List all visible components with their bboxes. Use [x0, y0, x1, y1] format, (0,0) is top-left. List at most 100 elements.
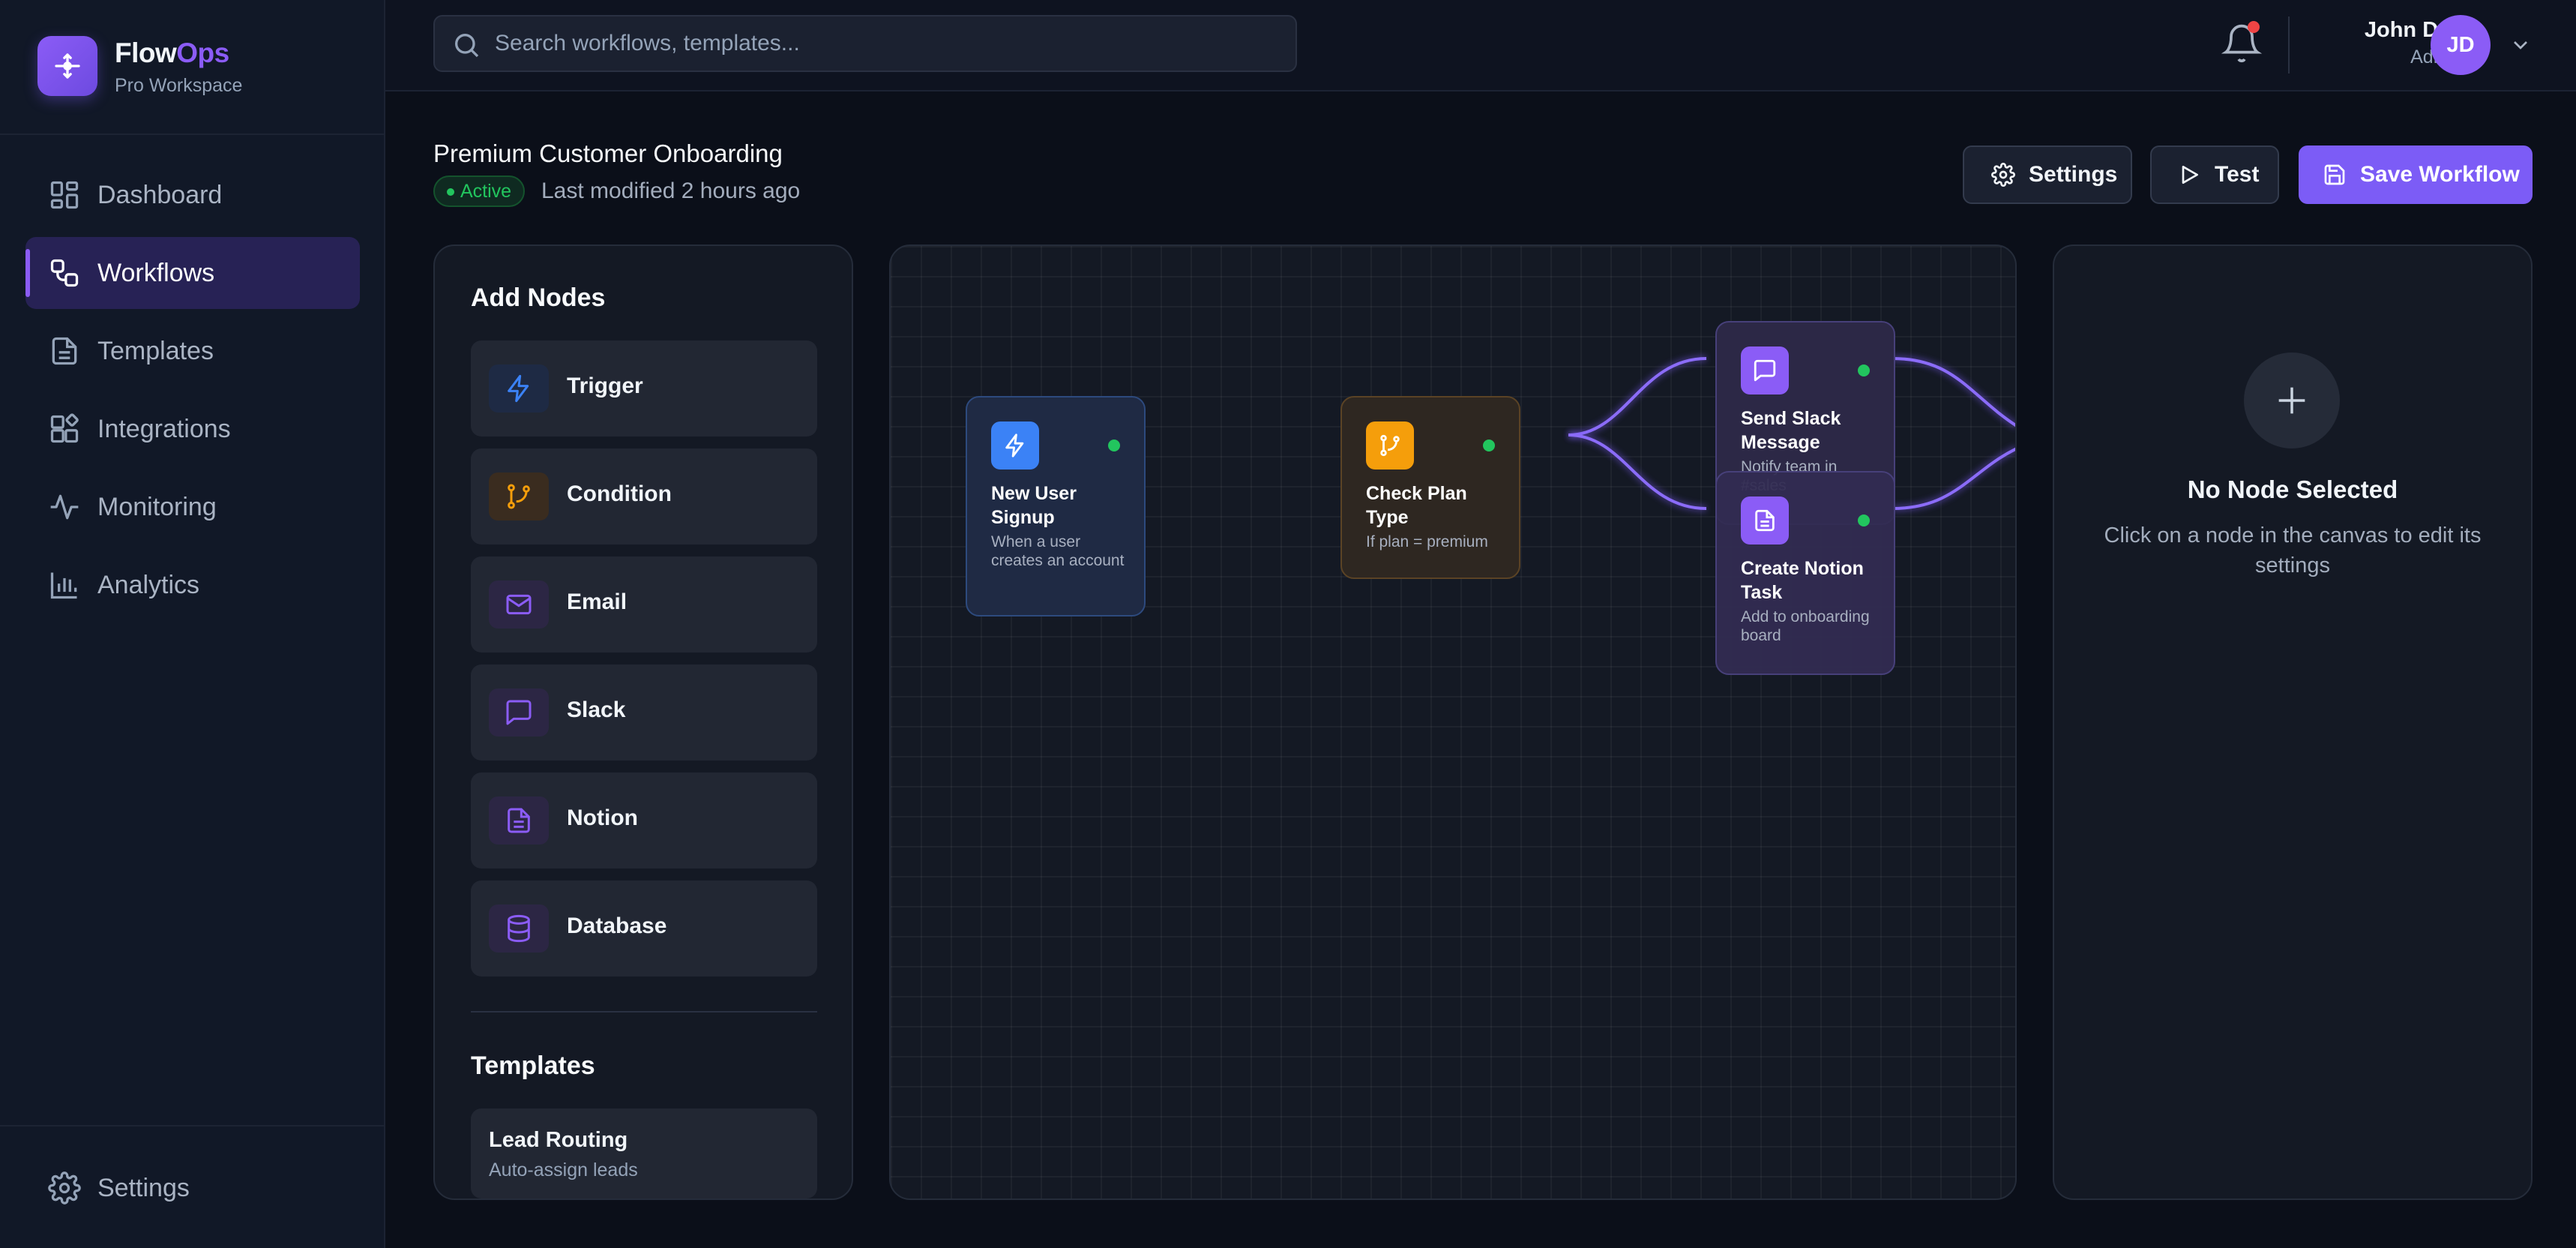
node-type-label: Email: [567, 590, 628, 614]
connection-lines: [1568, 355, 2015, 512]
template-card-lead-routing[interactable]: Lead Routing Auto-assign leads: [471, 1108, 817, 1198]
workflow-node-new-user-signup[interactable]: New User Signup When a user creates an a…: [966, 396, 1146, 616]
bell-icon[interactable]: [2221, 22, 2263, 64]
add-node-trigger[interactable]: Trigger: [471, 340, 817, 436]
status-dot: [1858, 364, 1870, 376]
add-node-database[interactable]: Database: [471, 880, 817, 976]
search-input[interactable]: [495, 16, 1282, 70]
sidebar-item-settings[interactable]: Settings: [25, 1152, 360, 1224]
sidebar-item-monitoring[interactable]: Monitoring: [25, 471, 360, 543]
last-modified: Last modified 2 hours ago: [541, 178, 801, 203]
connection-slack-outgoing: [1892, 355, 2015, 430]
status-dot: [1483, 440, 1495, 452]
brand-name: FlowOps: [115, 38, 229, 68]
properties-panel: No Node Selected Click on a node in the …: [2053, 244, 2533, 1200]
branch-icon: [489, 472, 549, 520]
activity-icon: [50, 494, 79, 520]
status-dot: [1858, 514, 1870, 526]
gear-icon: [48, 1172, 81, 1204]
add-node-notion[interactable]: Notion: [471, 772, 817, 868]
save-icon: [2324, 164, 2345, 185]
integrations-icon: [50, 413, 79, 443]
database-icon: [489, 904, 549, 952]
page-title: Premium Customer Onboarding: [433, 140, 783, 167]
sidebar-item-workflows[interactable]: Workflows: [25, 237, 360, 309]
sidebar-item-label: Dashboard: [97, 180, 223, 209]
sidebar-item-dashboard[interactable]: Dashboard: [25, 159, 360, 231]
node-type-label: Notion: [567, 806, 638, 830]
sidebar-footer: Settings: [0, 1125, 384, 1248]
connection-plan-to-notion: [1568, 431, 1707, 512]
empty-state-title: No Node Selected: [2187, 476, 2398, 503]
workflow-node-check-plan-type[interactable]: Check Plan Type If plan = premium: [1340, 396, 1520, 579]
document-icon: [1741, 496, 1789, 544]
settings-button[interactable]: Settings: [1963, 146, 2132, 204]
sidebar-item-templates[interactable]: Templates: [25, 315, 360, 387]
workflow-node-create-notion-task[interactable]: Create Notion Task Add to onboarding boa…: [1715, 471, 1895, 675]
sidebar-item-label: Workflows: [97, 258, 215, 287]
avatar[interactable]: JD: [2431, 15, 2491, 75]
play-icon: [2182, 166, 2198, 184]
top-bar: John Doe Admin JD: [385, 0, 2576, 92]
add-node-condition[interactable]: Condition: [471, 448, 817, 544]
add-nodes-panel: Add Nodes Trigger Condition Email Slack: [433, 244, 853, 1200]
dashboard-icon: [50, 181, 79, 209]
bar-chart-icon: [50, 572, 77, 599]
templates-title: Templates: [471, 1052, 595, 1080]
connection-notion-outgoing: [1892, 445, 2015, 512]
node-description: Add to onboarding board: [1741, 608, 1870, 644]
settings-button-label: Settings: [2029, 162, 2118, 187]
add-node-email[interactable]: Email: [471, 556, 817, 652]
save-workflow-button[interactable]: Save Workflow: [2299, 146, 2533, 204]
sidebar-item-label: Analytics: [97, 570, 200, 599]
workspace-name: Pro Workspace: [115, 75, 243, 96]
notification-dot: [2248, 21, 2260, 33]
divider: [471, 1011, 817, 1012]
node-title: New User Signup: [991, 483, 1077, 528]
sidebar-item-label: Integrations: [97, 414, 231, 443]
test-button[interactable]: Test: [2150, 146, 2279, 204]
sidebar-item-analytics[interactable]: Analytics: [25, 549, 360, 621]
workflow-canvas[interactable]: New User Signup When a user creates an a…: [889, 244, 2017, 1200]
template-description: Auto-assign leads: [489, 1160, 638, 1180]
bolt-icon: [991, 422, 1039, 470]
node-title: Create Notion Task: [1741, 558, 1864, 603]
test-button-label: Test: [2215, 162, 2260, 187]
bolt-icon: [489, 364, 549, 412]
add-node-slack[interactable]: Slack: [471, 664, 817, 760]
node-type-label: Condition: [567, 482, 672, 506]
sidebar-item-label: Templates: [97, 336, 214, 365]
message-icon: [1741, 346, 1789, 394]
add-nodes-title: Add Nodes: [471, 284, 606, 312]
status-dot: [1108, 440, 1120, 452]
add-node-circle[interactable]: [2244, 352, 2340, 448]
template-name: Lead Routing: [489, 1128, 628, 1152]
sidebar-item-label: Settings: [97, 1173, 190, 1202]
divider: [2288, 16, 2290, 74]
logo-icon[interactable]: [37, 36, 97, 96]
sidebar-item-integrations[interactable]: Integrations: [25, 393, 360, 465]
file-icon: [52, 337, 77, 365]
connection-plan-to-slack: [1568, 355, 1707, 439]
document-icon: [489, 796, 549, 844]
node-type-label: Database: [567, 914, 667, 938]
node-title: Send Slack Message: [1741, 408, 1841, 453]
search-box[interactable]: [433, 15, 1297, 72]
mail-icon: [489, 580, 549, 628]
empty-state-text: Click on a node in the canvas to edit it…: [2104, 524, 2482, 578]
search-icon: [455, 34, 479, 58]
sidebar-item-label: Monitoring: [97, 492, 217, 521]
plus-icon: [2278, 387, 2305, 414]
node-title: Check Plan Type: [1366, 483, 1467, 528]
node-type-label: Slack: [567, 698, 626, 722]
node-description: When a user creates an account: [991, 533, 1125, 569]
save-workflow-label: Save Workflow: [2360, 162, 2520, 187]
node-description: If plan = premium: [1366, 533, 1488, 550]
branch-icon: [1366, 422, 1414, 470]
node-type-label: Trigger: [567, 374, 643, 398]
brand-header: FlowOps Pro Workspace: [0, 0, 384, 135]
chevron-down-icon[interactable]: [2509, 33, 2533, 57]
gear-icon: [1991, 163, 2015, 187]
workflow-icon: [50, 259, 79, 287]
